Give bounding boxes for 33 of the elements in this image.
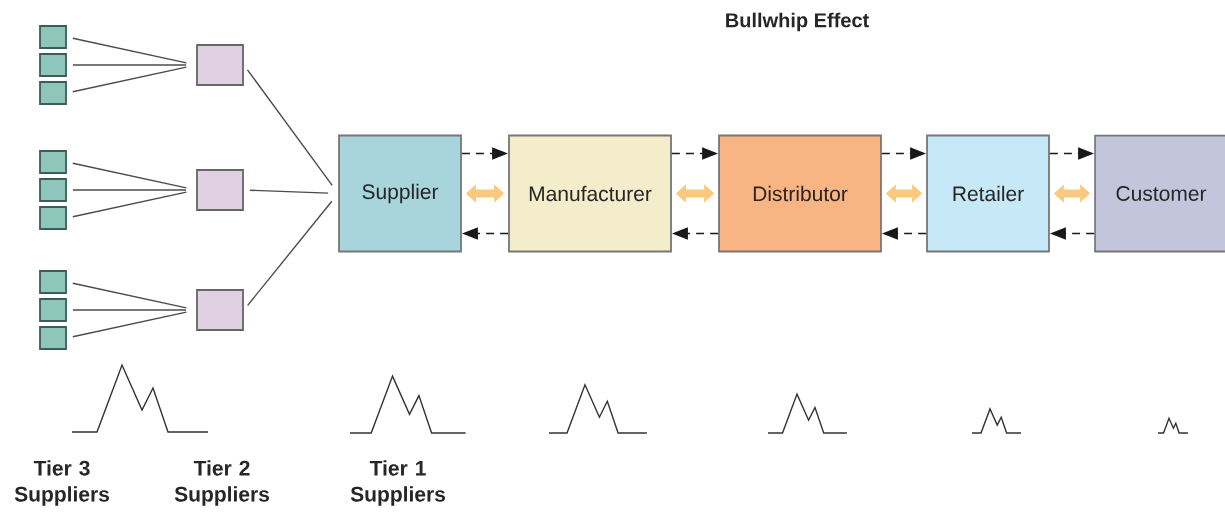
supplier-box <box>39 81 67 105</box>
connector-line <box>246 69 333 187</box>
connector-line <box>72 282 188 309</box>
supplier-box <box>39 326 67 350</box>
connector-line <box>247 200 333 306</box>
connector-line <box>72 189 187 191</box>
supplier-box <box>39 150 67 174</box>
connector-line <box>72 191 188 218</box>
supplier-box <box>39 206 67 230</box>
process-box: Manufacturer <box>508 134 672 253</box>
connector-line <box>72 309 187 311</box>
tier-label: Tier 2 Suppliers <box>174 460 269 506</box>
connector-line <box>72 311 188 338</box>
supplier-box <box>196 44 244 86</box>
title: Bullwhip Effect <box>726 12 869 32</box>
connector-line <box>249 189 329 194</box>
tier-label: Tier 3 Suppliers <box>14 460 109 506</box>
supplier-box <box>196 289 244 331</box>
process-box: Distributor <box>718 134 882 253</box>
process-box: Retailer <box>926 134 1050 253</box>
connector-line <box>72 64 187 66</box>
tier-label: Tier 1 Suppliers <box>350 460 445 506</box>
supplier-box <box>39 298 67 322</box>
supplier-box <box>39 178 67 202</box>
process-box: Customer <box>1094 134 1225 253</box>
supplier-box <box>39 270 67 294</box>
connector-line <box>72 162 188 189</box>
connector-line <box>72 66 188 93</box>
process-box: Supplier <box>338 134 462 253</box>
connector-line <box>72 37 188 64</box>
supplier-box <box>39 25 67 49</box>
supplier-box <box>39 53 67 77</box>
supplier-box <box>196 169 244 211</box>
